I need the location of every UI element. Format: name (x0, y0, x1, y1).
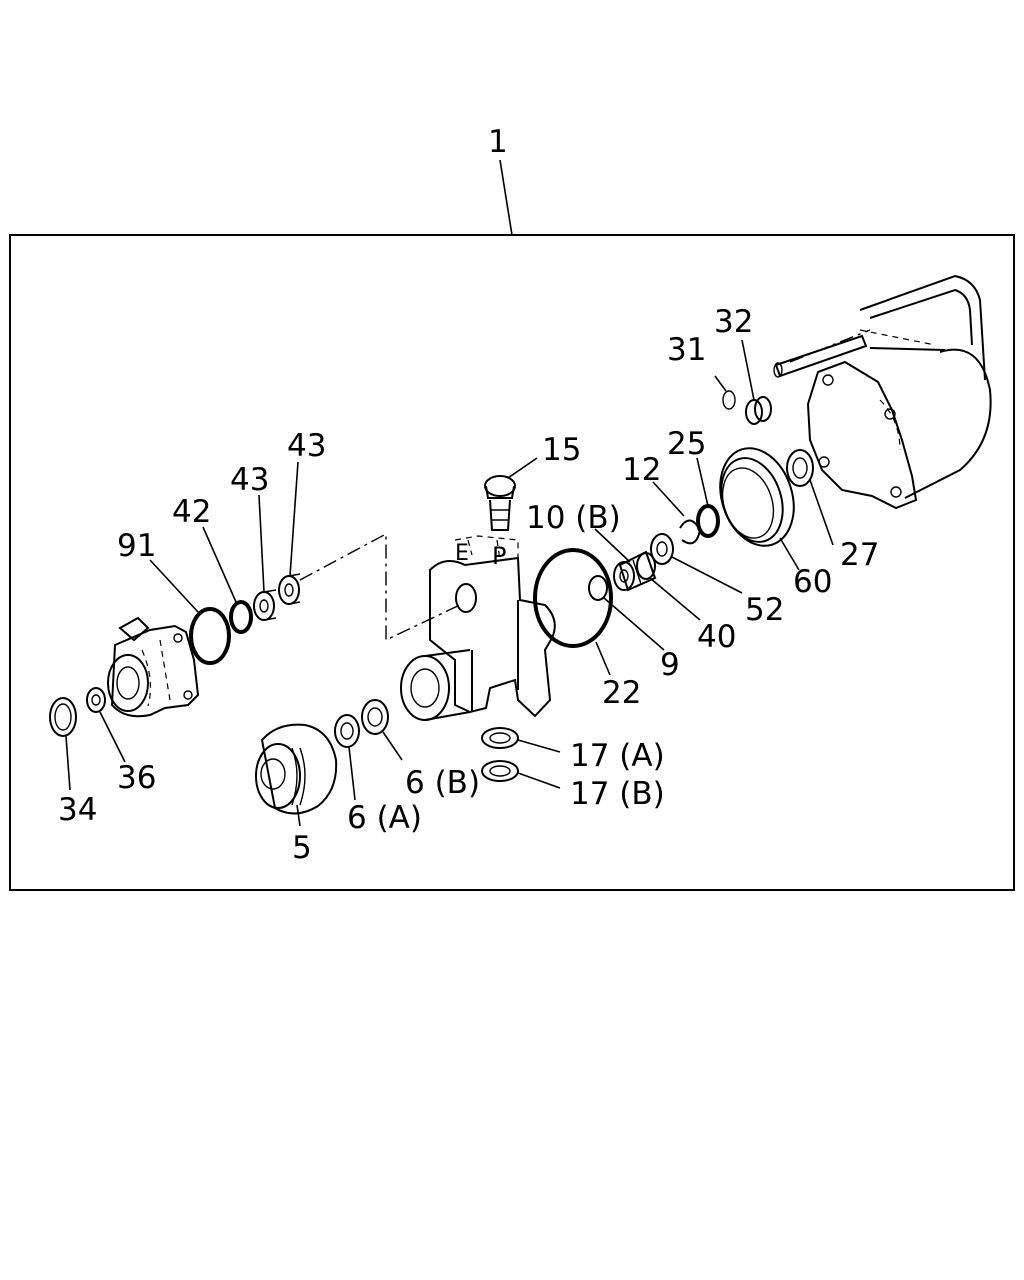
part-32-bushing (745, 396, 772, 425)
callout-27: 27 (840, 537, 879, 573)
part-17b-washer (481, 760, 519, 782)
leader-lines (65, 339, 834, 827)
callout-17b: 17 (B) (570, 776, 665, 812)
callout-22: 22 (602, 675, 641, 711)
part-36-fitting (86, 687, 106, 713)
callout-9: 9 (660, 647, 680, 683)
part-10b-spool (613, 550, 657, 592)
part-91-o-ring (189, 607, 231, 665)
part-25-o-ring (696, 504, 720, 538)
part-9-shim (588, 575, 608, 601)
callout-43-b: 43 (230, 462, 269, 498)
part-5-piston (255, 723, 338, 815)
assembly-frame (9, 234, 1015, 891)
leader-1 (499, 159, 513, 236)
part-40-spring (636, 552, 656, 580)
part-22-o-ring (533, 548, 613, 648)
cylinder-body: E P (400, 535, 556, 721)
callout-1: 1 (488, 124, 508, 160)
part-34-washer (49, 697, 77, 737)
callout-31: 31 (667, 332, 706, 368)
motor-shaft (773, 329, 871, 378)
callout-17a: 17 (A) (570, 738, 665, 774)
callout-52: 52 (745, 592, 784, 628)
callout-15: 15 (542, 432, 581, 468)
part-42-o-ring (229, 600, 253, 634)
left-housing (107, 616, 200, 718)
callout-60: 60 (793, 564, 832, 600)
part-15-bleeder-plug (484, 475, 516, 531)
part-6a-seal (334, 714, 360, 748)
part-17a-washer (481, 727, 519, 749)
callout-25: 25 (667, 426, 706, 462)
callout-43-a: 43 (287, 428, 326, 464)
part-52-washer (650, 533, 674, 565)
part-27-gasket (786, 449, 814, 487)
callout-32: 32 (714, 304, 753, 340)
callout-36: 36 (117, 760, 156, 796)
callout-5: 5 (292, 830, 312, 866)
part-6b-seal (361, 699, 389, 735)
part-60-seal (719, 447, 795, 547)
callout-40: 40 (697, 619, 736, 655)
motor-housing (806, 274, 992, 510)
callout-10b: 10 (B) (526, 500, 621, 536)
part-12-snap-ring (679, 519, 702, 545)
callout-34: 34 (58, 792, 97, 828)
callout-91: 91 (117, 528, 156, 564)
part-31-o-ring (722, 390, 736, 410)
svg-text:E: E (455, 541, 469, 566)
callout-12: 12 (622, 452, 661, 488)
callout-6b: 6 (B) (405, 765, 480, 801)
alignment-line (299, 532, 463, 642)
svg-text:P: P (492, 542, 506, 570)
part-43-seal-a (253, 589, 277, 621)
callout-42: 42 (172, 494, 211, 530)
part-43-seal-b (278, 573, 301, 605)
callout-6a: 6 (A) (347, 800, 422, 836)
